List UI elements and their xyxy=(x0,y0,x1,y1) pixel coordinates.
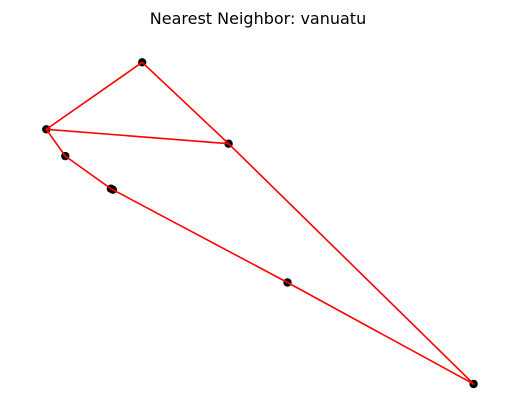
points-layer xyxy=(42,58,478,389)
route-line xyxy=(45,61,475,385)
route-layer xyxy=(45,61,475,385)
route-segment xyxy=(141,61,230,145)
chart-title: Nearest Neighbor: vanuatu xyxy=(150,9,366,28)
